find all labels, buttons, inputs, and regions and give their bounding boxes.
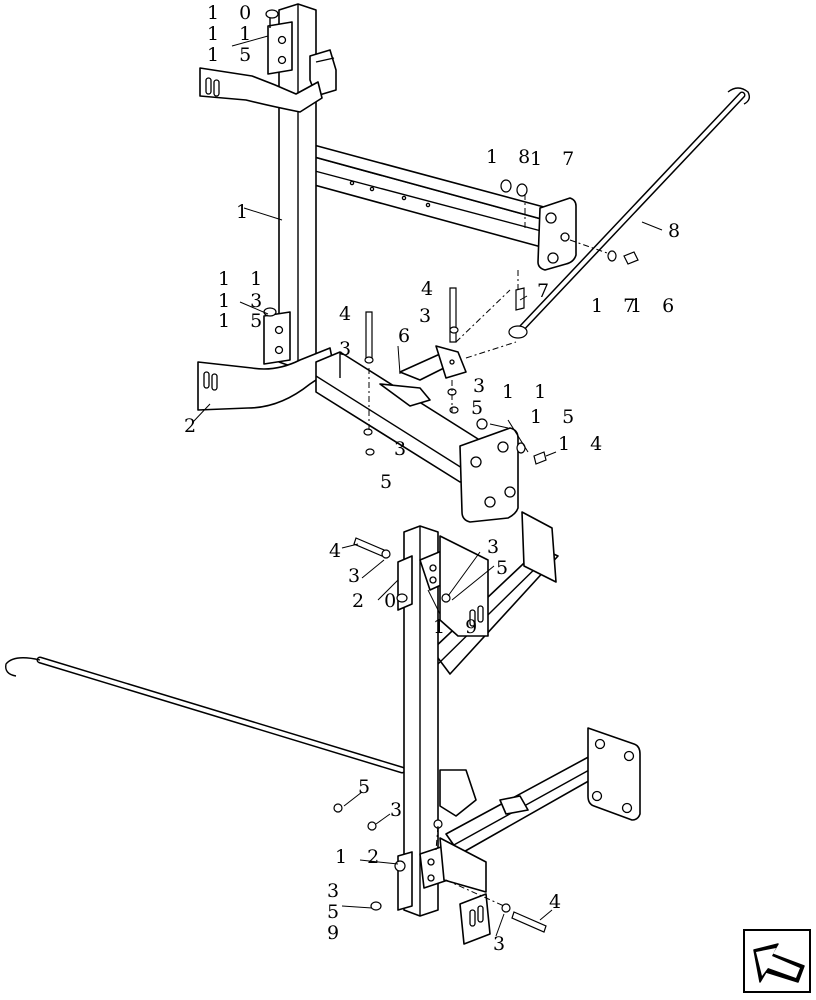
upper-right-plate [537,197,577,271]
callout-label: 1 0 [207,2,258,24]
callout-label: 6 [398,325,417,347]
lower-leader-lines [341,543,553,937]
callout-label: 7 [537,280,556,302]
lower-assembly-plate [587,727,641,821]
callout-label: 1 7 [591,295,642,317]
callout-label: 1 1 [207,23,258,45]
callout-label: 3 [339,338,358,360]
callout-label: 3 [348,565,367,587]
rod-part-8 [508,87,751,339]
lower-mount-assembly [5,511,641,945]
callout-label: 4 [421,278,440,300]
callout-label: 4 [339,303,358,325]
callout-label: 1 1 [218,268,269,290]
callout-label: 1 3 [218,290,269,312]
upper-leader-lines [192,35,663,457]
upper-mount-assembly [192,3,751,523]
callout-label: 3 [327,880,346,902]
callout-label: 1 2 [335,846,386,868]
callout-label: 4 [329,540,348,562]
callout-label: 1 5 [530,406,581,428]
callout-label: 2 0 [352,590,403,612]
callout-label: 1 8 [486,146,537,168]
callout-label: 3 [473,375,492,397]
lower-horizontal-tube [439,753,609,855]
callout-label: 1 4 [558,433,609,455]
callout-label: 4 [549,891,568,913]
lower-diagonal-tube [431,511,559,675]
callout-label: 8 [668,220,687,242]
clamp-part-12 [397,837,491,945]
clamp-parts-19-20 [396,535,489,637]
callout-label: 2 [184,415,203,437]
callout-label: 9 [327,922,346,944]
callout-label: 1 9 [433,616,484,638]
lower-rod [5,656,406,774]
callout-label: 5 [327,901,346,923]
upper-curved-strap [199,67,323,113]
lower-upright [403,525,439,917]
callout-label: 3 [394,438,413,460]
callout-label: 5 [358,776,377,798]
callout-label: 5 [380,471,399,493]
lower-right-plate [459,427,519,523]
callout-label: 1 [236,201,255,223]
callout-label: 3 [493,933,512,955]
callout-label: 1 5 [218,310,269,332]
middle-clamp-bracket [263,307,291,365]
callout-label: 1 1 [502,381,553,403]
bracket-part-6 [399,345,467,381]
top-clamp-bracket [265,9,293,75]
callout-label: 1 5 [207,44,258,66]
callout-label: 3 [487,536,506,558]
callout-label: 5 [496,557,515,579]
callout-label: 1 7 [530,148,581,170]
callout-label: 3 [390,799,409,821]
callout-label: 3 [419,305,438,327]
previous-page-arrow-icon[interactable] [743,929,811,993]
callout-label: 5 [471,397,490,419]
callout-label: 1 6 [630,295,681,317]
